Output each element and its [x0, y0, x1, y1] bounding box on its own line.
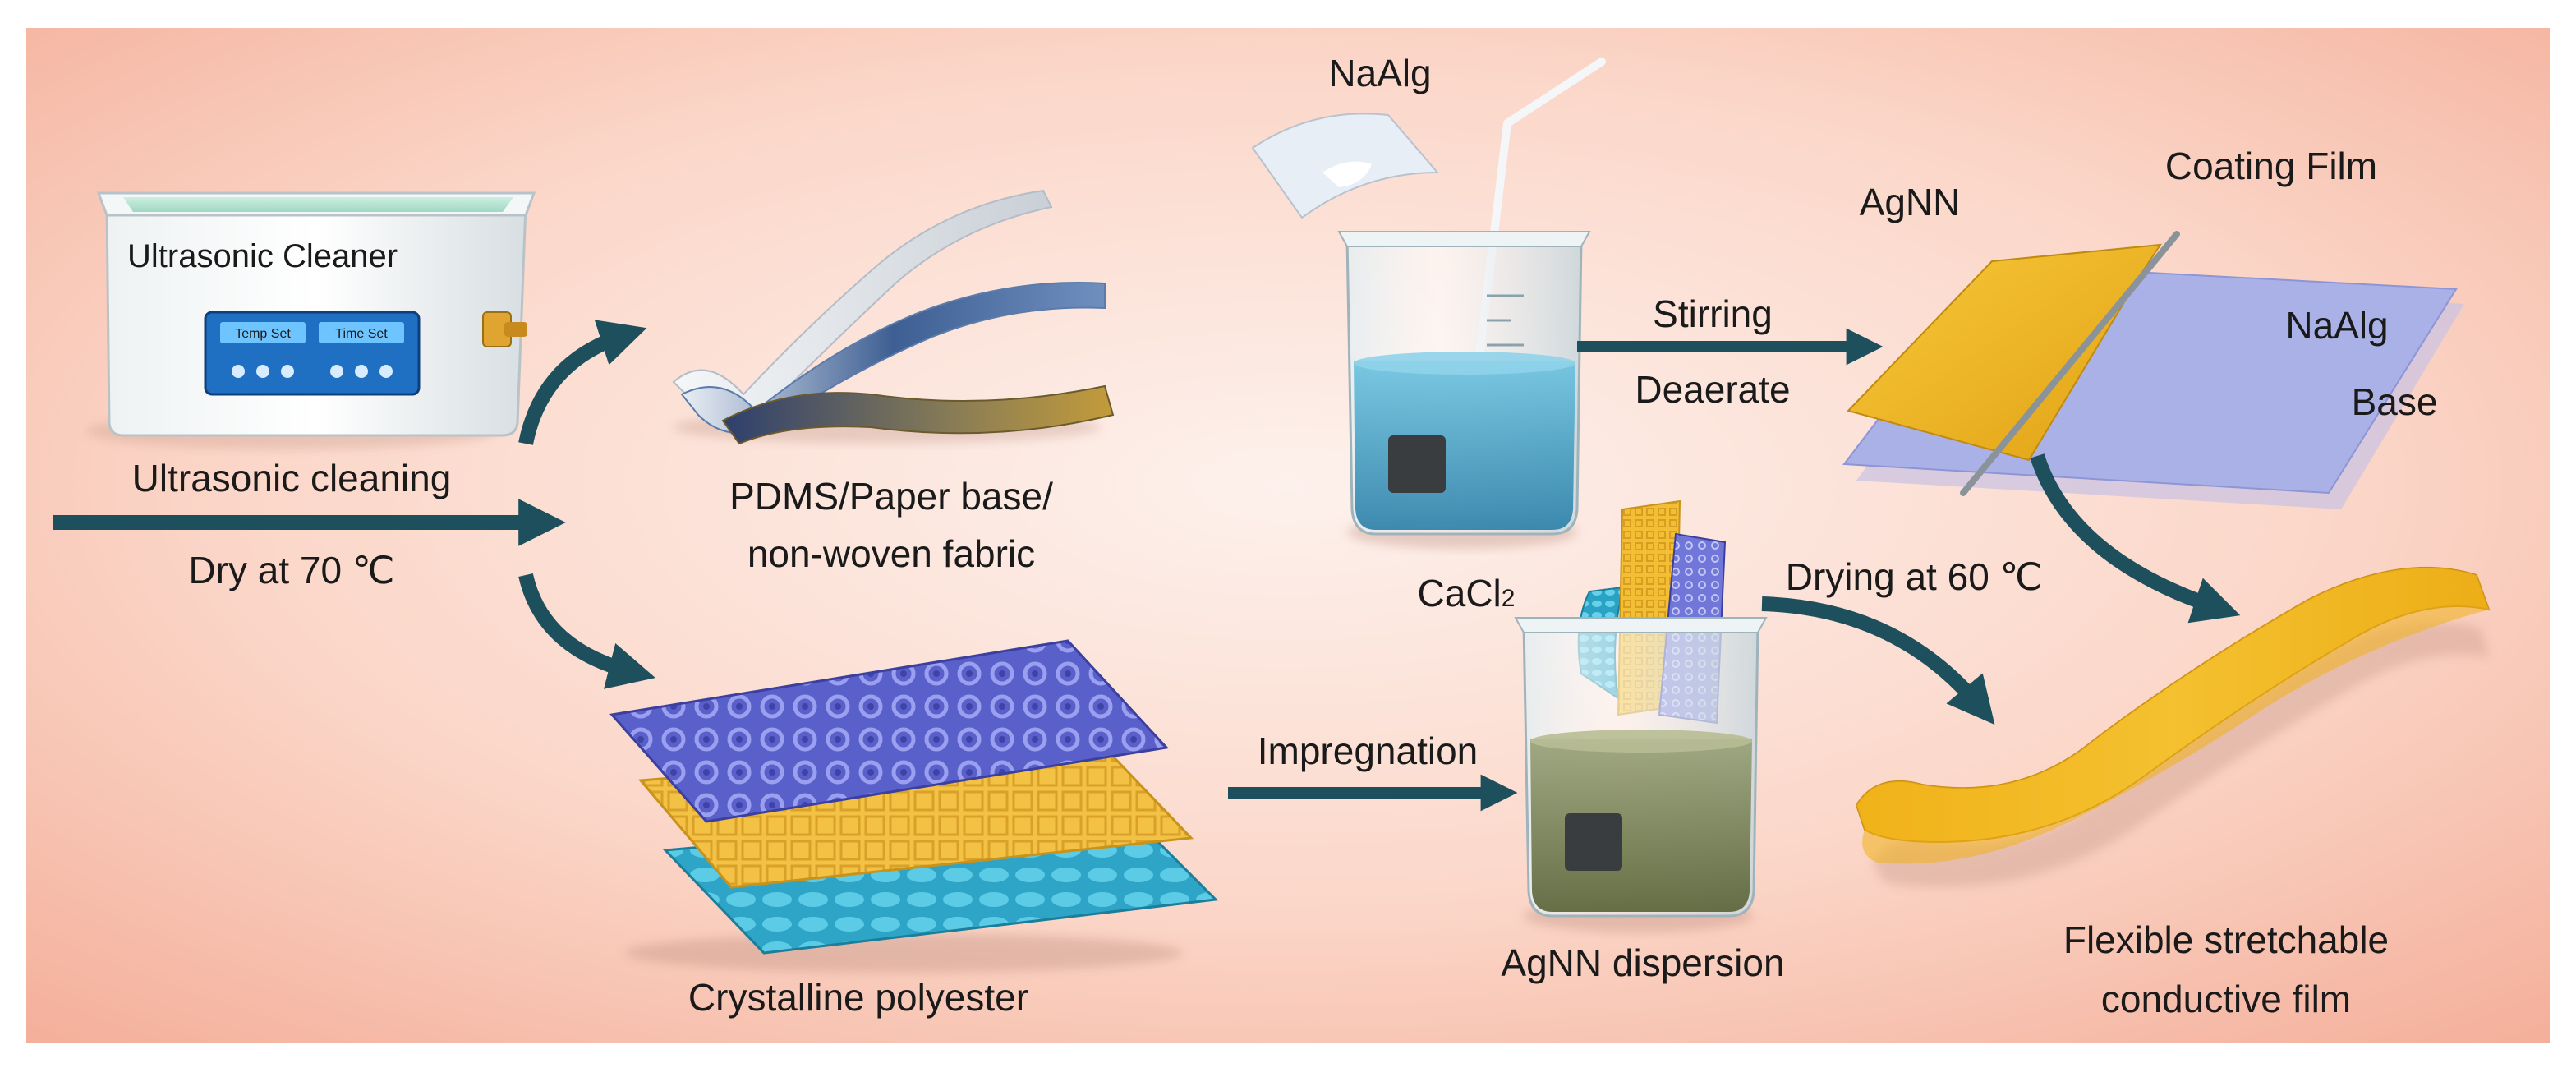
panel-knob-icon [330, 365, 343, 378]
crystalline-polyester-label: Crystalline polyester [688, 976, 1028, 1019]
crystalline-polyester-illustration [610, 639, 1219, 973]
curved-arrow-down [518, 573, 656, 689]
agnn-label: AgNN [1860, 181, 1961, 223]
cacl2-liquid [1354, 361, 1576, 530]
cacl2-main-text: CaCl [1418, 572, 1502, 614]
final-conductive-film [1855, 566, 2491, 887]
stirring-rod [1503, 58, 1606, 127]
dry-at-70-label: Dry at 70 ℃ [188, 549, 394, 591]
stirring-label: Stirring [1653, 292, 1773, 335]
panel-time-label: Time Set [335, 327, 388, 341]
substrate-label-line1: PDMS/Paper base/ [729, 475, 1053, 518]
coating-blade [1960, 231, 2180, 496]
cacl2-label: CaCl2 [1418, 572, 1516, 614]
naalg-powder-sheet [1251, 113, 1440, 219]
ultrasonic-cleaner-illustration: Ultrasonic Cleaner Temp Set Time Set [86, 191, 536, 449]
cacl2-beaker [1337, 58, 1606, 549]
blue-mesh-layer [610, 639, 1169, 823]
substrate-ribbons-illustration [672, 189, 1115, 445]
panel-knob-icon [232, 365, 245, 378]
panel-knob-icon [281, 365, 294, 378]
beaker-label-patch [1388, 435, 1446, 493]
panel-knob-icon [256, 365, 269, 378]
panel-temp-label: Temp Set [235, 327, 291, 341]
panel-knob-icon [380, 365, 393, 378]
final-film-label-line1: Flexible stretchable [2063, 918, 2389, 961]
curved-arrow-to-final-top [2030, 453, 2241, 624]
impregnation-label: Impregnation [1258, 730, 1479, 772]
agnn-dispersion-label: AgNN dispersion [1501, 941, 1784, 984]
agnn-film [1847, 243, 2163, 462]
naalg-layer-label: NaAlg [2285, 304, 2388, 347]
agnn-dispersion-beaker [1514, 499, 1768, 932]
curved-arrow-up [518, 320, 647, 445]
base-layer-label: Base [2352, 380, 2438, 423]
panel-knob-icon [355, 365, 368, 378]
cacl2-subscript: 2 [1502, 585, 1516, 612]
coating-film-label: Coating Film [2165, 145, 2377, 187]
coating-film-illustration [1842, 231, 2464, 509]
deaerate-label: Deaerate [1635, 368, 1790, 411]
final-film-label-line2: conductive film [2101, 978, 2351, 1020]
naalg-powder-label: NaAlg [1328, 52, 1431, 94]
drying-at-60-label: Drying at 60 ℃ [1786, 555, 2042, 598]
substrate-label-line2: non-woven fabric [748, 532, 1035, 575]
drying-arrow [1761, 596, 1995, 725]
ultrasonic-cleaning-label: Ultrasonic cleaning [132, 457, 452, 499]
non-woven-fabric-ribbon [721, 384, 1115, 445]
beaker-label-patch [1565, 813, 1622, 871]
cleaner-brand-text: Ultrasonic Cleaner [127, 238, 398, 274]
agnn-liquid [1530, 739, 1752, 912]
